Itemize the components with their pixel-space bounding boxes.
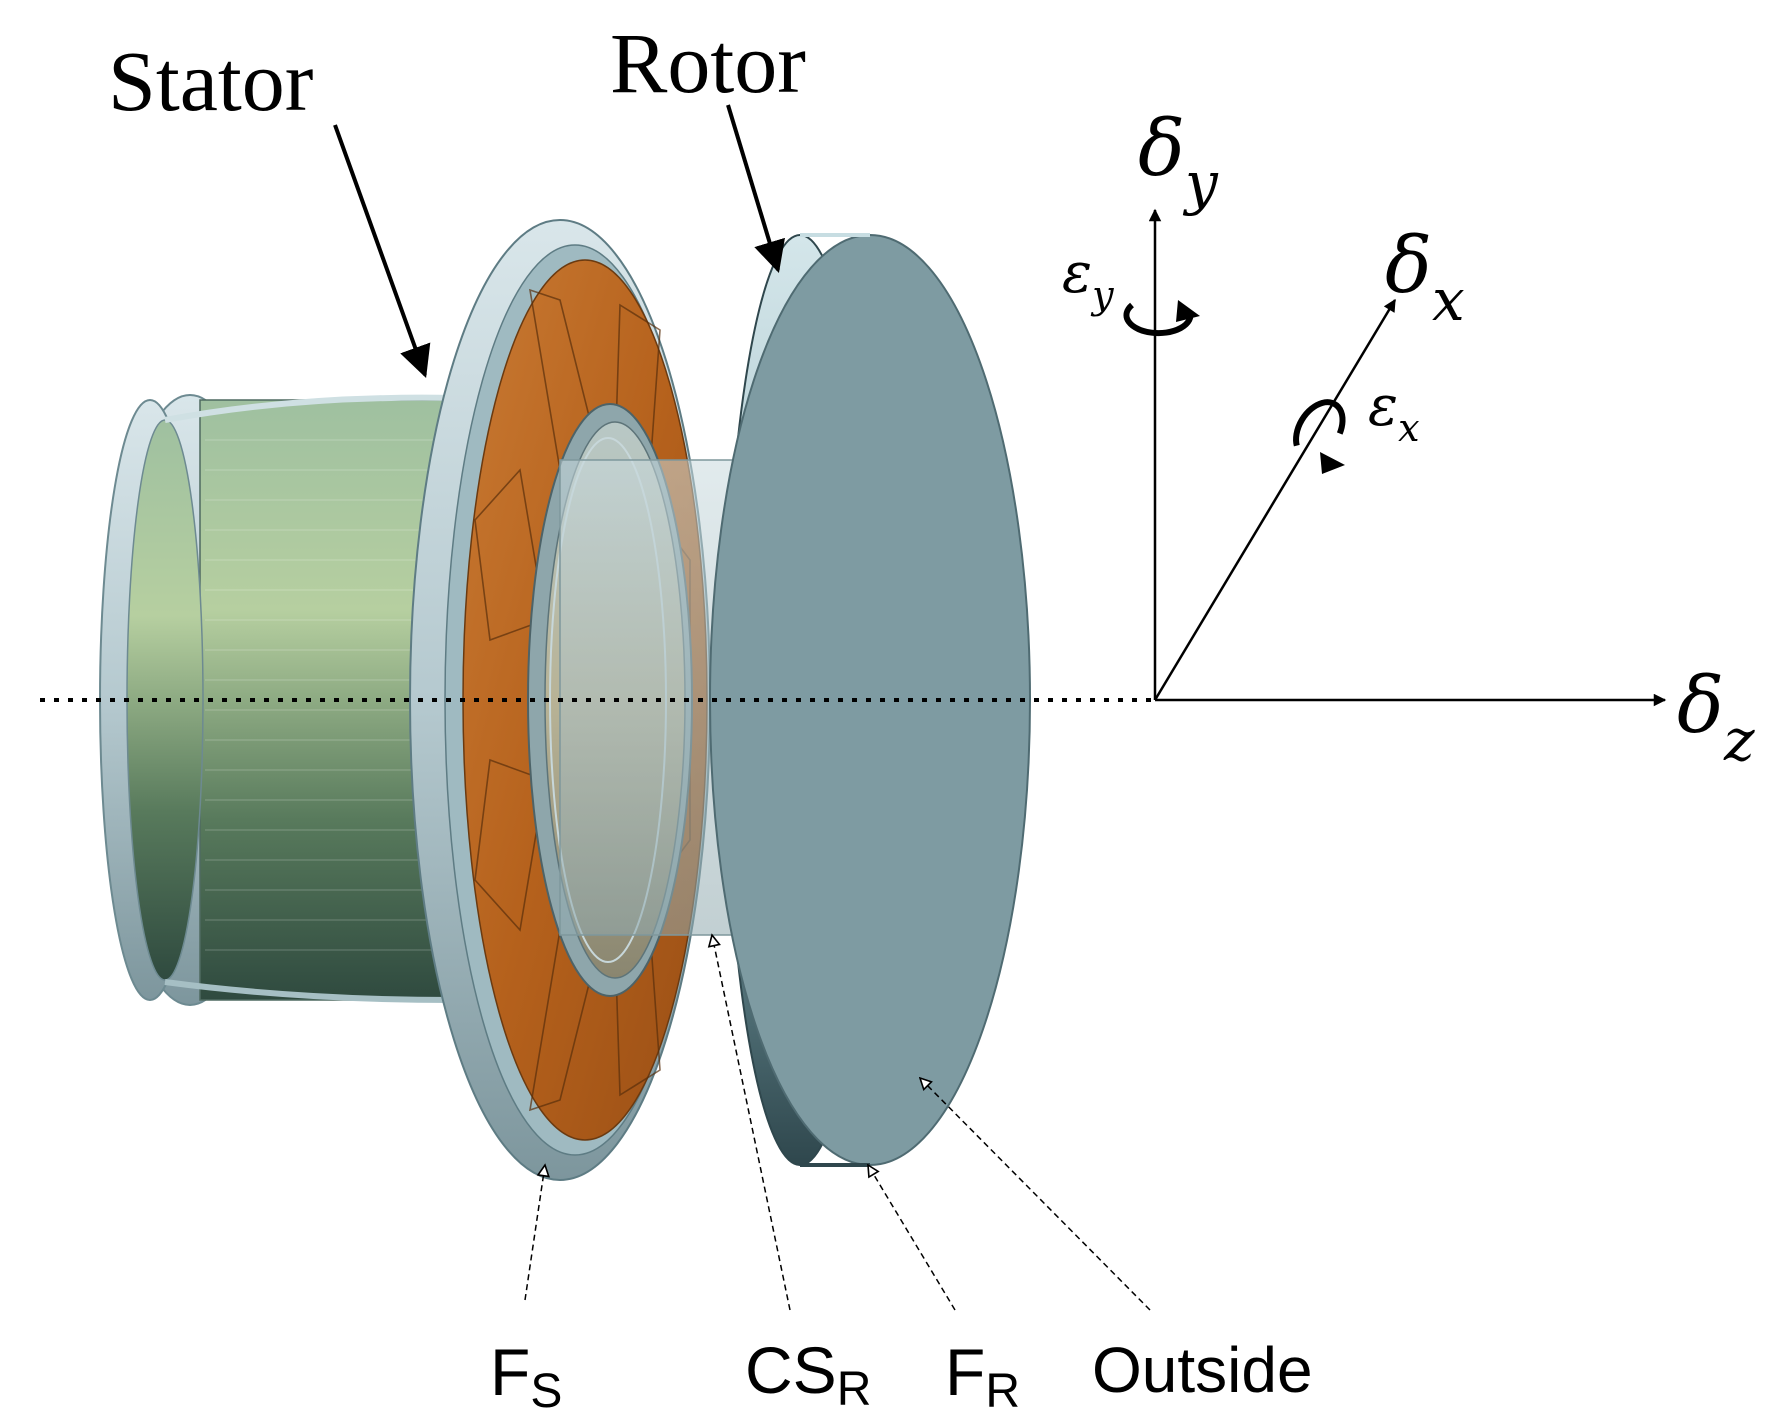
axis-dz-label: δz	[1677, 661, 1755, 774]
text-labels: Stator Rotor δy δx δz εy εx FS CSR FR	[108, 15, 1755, 1418]
outside-leader-arrow	[920, 1078, 1151, 1311]
fs-leader-arrow	[524, 1165, 545, 1301]
stator-leader-arrow	[333, 124, 431, 379]
fr-leader-arrow	[868, 1165, 956, 1311]
stator-label: Stator	[108, 33, 313, 129]
rotation-ey-label: εy	[1062, 241, 1114, 317]
rotor-leader-arrow	[726, 104, 785, 274]
rotation-ey-icon	[1123, 300, 1200, 337]
csr-leader-arrow	[712, 935, 791, 1311]
rotation-ex-icon	[1293, 399, 1346, 474]
fs-label: FS	[490, 1335, 562, 1418]
stator-housing	[99, 394, 456, 1006]
axis-dy-label: δy	[1138, 104, 1219, 217]
axis-dx-label: δx	[1385, 221, 1465, 334]
rotor-label: Rotor	[610, 15, 806, 111]
csr-label: CSR	[745, 1333, 871, 1416]
axis-x-line	[1153, 298, 1397, 701]
rotation-ex-label: εx	[1368, 374, 1420, 450]
leader-arrows	[333, 104, 1151, 1311]
fr-label: FR	[945, 1335, 1020, 1418]
coordinate-axes	[1123, 208, 1667, 707]
outside-label: Outside	[1092, 1334, 1313, 1406]
